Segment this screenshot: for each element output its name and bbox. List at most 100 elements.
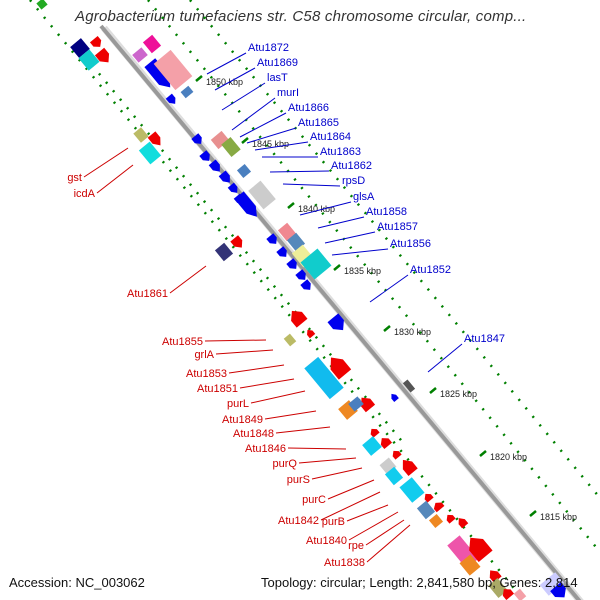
forward-gene-label[interactable]: murI xyxy=(277,87,299,99)
gene-block[interactable] xyxy=(416,500,436,520)
forward-gene-label[interactable]: Atu1858 xyxy=(366,206,407,218)
forward-gene-label[interactable]: lasT xyxy=(267,72,288,84)
forward-gene-label[interactable]: Atu1862 xyxy=(331,160,372,172)
gene-arrow[interactable] xyxy=(550,582,570,600)
gene-feature[interactable] xyxy=(132,47,148,63)
gene-feature[interactable] xyxy=(165,93,179,107)
reverse-gene-label[interactable]: purQ xyxy=(273,458,298,470)
gene-arrow[interactable] xyxy=(227,182,241,196)
gene-block[interactable] xyxy=(348,396,364,412)
gene-block[interactable] xyxy=(459,554,481,576)
reverse-gene-label[interactable]: purC xyxy=(302,494,326,506)
gene-arrow[interactable] xyxy=(230,235,245,251)
reverse-gene-label[interactable]: purS xyxy=(287,474,310,486)
gene-block[interactable] xyxy=(513,588,527,600)
gene-feature[interactable] xyxy=(304,356,344,400)
gene-feature[interactable] xyxy=(300,279,313,292)
gene-feature[interactable] xyxy=(422,491,434,503)
gene-block[interactable] xyxy=(384,466,404,486)
gene-feature[interactable] xyxy=(286,258,299,271)
gene-arrow[interactable] xyxy=(234,191,261,220)
gene-feature[interactable] xyxy=(398,456,418,476)
gene-block[interactable] xyxy=(214,242,234,262)
gene-feature[interactable] xyxy=(295,269,308,282)
gene-block[interactable] xyxy=(248,180,276,210)
gene-feature[interactable] xyxy=(221,137,241,157)
gene-arrow[interactable] xyxy=(325,352,352,380)
gene-feature[interactable] xyxy=(70,38,90,58)
reverse-gene-label[interactable]: gst xyxy=(67,172,82,184)
gene-arrow[interactable] xyxy=(500,586,515,600)
gene-block[interactable] xyxy=(402,379,416,393)
gene-feature[interactable] xyxy=(266,233,279,246)
gene-block[interactable] xyxy=(153,49,193,91)
reverse-gene-label[interactable]: Atu1851 xyxy=(197,383,238,395)
gene-block[interactable] xyxy=(304,356,344,400)
gene-feature[interactable] xyxy=(300,248,332,280)
gene-block[interactable] xyxy=(142,34,162,54)
gene-feature[interactable] xyxy=(390,448,402,460)
gene-feature[interactable] xyxy=(327,313,349,334)
gene-feature[interactable] xyxy=(36,0,48,10)
gene-block[interactable] xyxy=(283,333,297,347)
gene-arrow[interactable] xyxy=(456,516,469,529)
gene-arrow[interactable] xyxy=(390,448,402,460)
gene-arrow[interactable] xyxy=(368,426,380,438)
gene-arrow[interactable] xyxy=(147,131,165,148)
gene-feature[interactable] xyxy=(142,34,162,54)
gene-feature[interactable] xyxy=(456,516,469,529)
gene-feature[interactable] xyxy=(432,500,445,513)
gene-feature[interactable] xyxy=(133,127,149,143)
gene-feature[interactable] xyxy=(248,180,276,210)
forward-gene-label[interactable]: Atu1863 xyxy=(320,146,361,158)
gene-feature[interactable] xyxy=(153,49,193,91)
gene-block[interactable] xyxy=(133,127,149,143)
forward-gene-label[interactable]: Atu1847 xyxy=(464,333,505,345)
gene-arrow[interactable] xyxy=(398,456,418,476)
gene-arrow[interactable] xyxy=(432,500,445,513)
reverse-gene-label[interactable]: purB xyxy=(322,516,345,528)
forward-gene-label[interactable]: glsA xyxy=(353,191,375,203)
gene-block[interactable] xyxy=(221,137,241,157)
gene-feature[interactable] xyxy=(305,328,316,339)
forward-gene-label[interactable]: Atu1856 xyxy=(390,238,431,250)
gene-block[interactable] xyxy=(132,47,148,63)
gene-feature[interactable] xyxy=(550,582,570,600)
gene-block[interactable] xyxy=(539,572,565,596)
gene-feature[interactable] xyxy=(287,306,308,328)
reverse-gene-label[interactable]: Atu1846 xyxy=(245,443,286,455)
gene-arrow[interactable] xyxy=(286,258,299,271)
gene-arrow[interactable] xyxy=(300,279,313,292)
gene-feature[interactable] xyxy=(236,163,252,179)
gene-arrow[interactable] xyxy=(327,313,349,334)
gene-feature[interactable] xyxy=(463,532,493,562)
gene-feature[interactable] xyxy=(230,235,245,251)
gene-feature[interactable] xyxy=(208,159,224,175)
gene-feature[interactable] xyxy=(89,35,104,50)
gene-arrow[interactable] xyxy=(144,58,175,92)
gene-block[interactable] xyxy=(210,130,230,150)
gene-block[interactable] xyxy=(399,477,425,503)
gene-arrow[interactable] xyxy=(199,150,212,163)
gene-feature[interactable] xyxy=(416,500,436,520)
gene-labels[interactable]: Atu1872Atu1869lasTmurIAtu1866Atu1865Atu1… xyxy=(67,42,505,569)
gene-feature[interactable] xyxy=(147,131,165,148)
reverse-gene-label[interactable]: rpe xyxy=(348,540,364,552)
reverse-gene-label[interactable]: Atu1861 xyxy=(127,288,168,300)
gene-feature[interactable] xyxy=(459,554,481,576)
reverse-gene-label[interactable]: Atu1842 xyxy=(278,515,319,527)
gene-block[interactable] xyxy=(36,0,48,10)
gene-block[interactable] xyxy=(138,141,162,165)
forward-gene-label[interactable]: Atu1864 xyxy=(310,131,351,143)
gene-feature[interactable] xyxy=(402,379,416,393)
gene-block[interactable] xyxy=(488,578,508,598)
gene-feature[interactable] xyxy=(486,567,502,583)
gene-block[interactable] xyxy=(78,49,100,71)
gene-arrow[interactable] xyxy=(463,532,493,562)
gene-block[interactable] xyxy=(236,163,252,179)
forward-gene-label[interactable]: Atu1872 xyxy=(248,42,289,54)
gene-arrow[interactable] xyxy=(422,491,434,503)
gene-arrow[interactable] xyxy=(378,435,393,450)
gene-arrow[interactable] xyxy=(94,47,113,66)
